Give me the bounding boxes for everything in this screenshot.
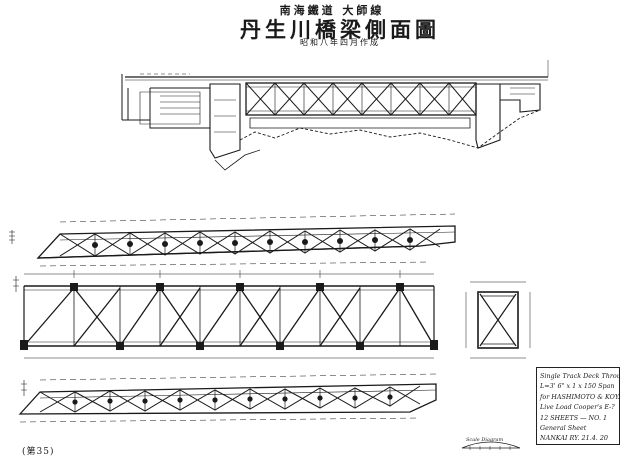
drawing-main-title: 丹生川橋梁側面圖 [240, 17, 440, 42]
sheet-number-stamp: (第35) [22, 447, 55, 457]
side-elevation-view [121, 60, 549, 171]
truss-main-elevation [20, 270, 438, 359]
scale-bar [461, 441, 521, 450]
railway-line-title: 南海鐵道 大師線 [279, 4, 385, 17]
legend-line: Live Load Cooper's E-? [540, 403, 615, 412]
margin-annotations [9, 230, 27, 396]
legend-line: L=3' 6" x 1 x 150 Span [540, 382, 615, 391]
legend-line: NANKAI RY. 21.4. 20 [540, 434, 608, 443]
truss-plan-view-1 [36, 213, 456, 267]
legend-line: General Sheet [540, 424, 587, 433]
cross-section-view [465, 281, 531, 359]
scale-label: Scale Diagram [466, 437, 504, 443]
drawing-subtitle: 昭和八年四月作成 [300, 38, 380, 47]
truss-plan-view-2 [18, 373, 437, 423]
legend-line: for HASHIMOTO & KOYASAN Line [540, 392, 619, 401]
drawing-legend-box: Single Track Deck Through Bridge L=3' 6"… [536, 367, 620, 445]
legend-line: Single Track Deck Through Bridge [540, 372, 619, 380]
legend-line: 12 SHEETS — NO. 1 [540, 413, 608, 422]
